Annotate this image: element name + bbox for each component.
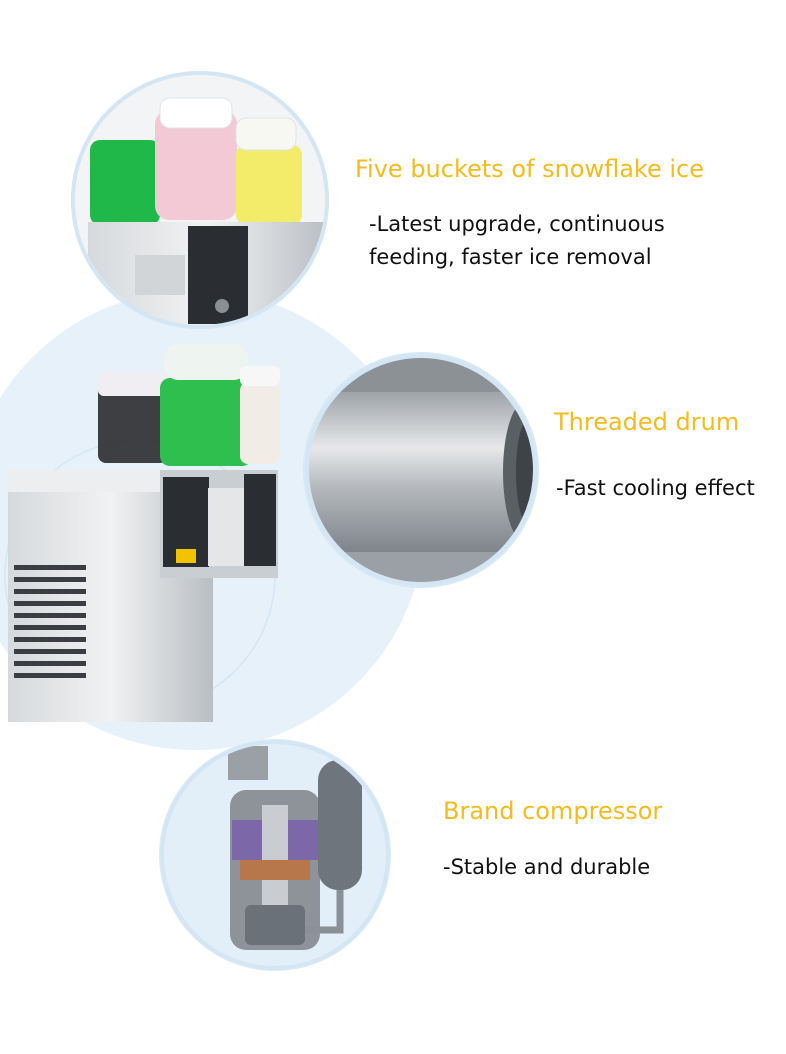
feature-desc-buckets: -Latest upgrade, continuous feeding, fas… — [369, 208, 665, 274]
bucket-closeup-image — [71, 71, 329, 329]
drum-closeup-image — [303, 352, 539, 588]
feature-desc-line: -Latest upgrade, continuous — [369, 212, 665, 236]
feature-desc-line: feeding, faster ice removal — [369, 245, 652, 269]
feature-title-compressor: Brand compressor — [443, 797, 663, 825]
feature-desc-drum: -Fast cooling effect — [556, 472, 755, 505]
feature-desc-line: -Stable and durable — [443, 855, 651, 879]
compressor-cutaway-image — [159, 739, 391, 971]
feature-desc-compressor: -Stable and durable — [443, 851, 650, 884]
feature-title-buckets: Five buckets of snowflake ice — [355, 155, 704, 183]
feature-desc-line: -Fast cooling effect — [556, 476, 755, 500]
snow-ice-machine-image — [8, 344, 280, 722]
feature-title-drum: Threaded drum — [554, 408, 740, 436]
